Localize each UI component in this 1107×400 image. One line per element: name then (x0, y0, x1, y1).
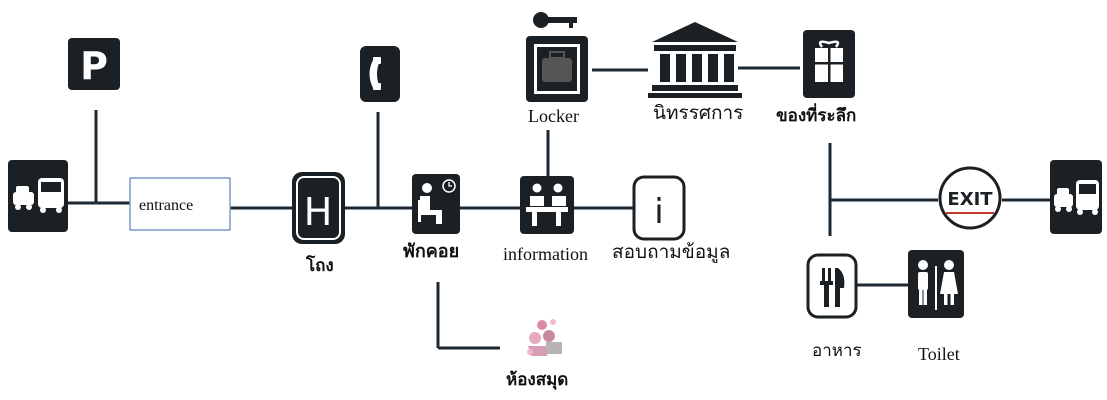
toilet-icon (908, 250, 964, 318)
lobby-label: โถง (306, 256, 334, 276)
hall-sign-letter: H (304, 190, 333, 234)
information-desk-icon (520, 176, 574, 234)
hall-icon: H (292, 172, 345, 244)
food-label: อาหาร (812, 341, 862, 361)
entrance-label: entrance (139, 197, 194, 214)
info-sign-letter: i (654, 192, 663, 232)
information-label: information (503, 244, 588, 264)
exhibition-label: นิทรรศการ (653, 102, 744, 124)
library-icon (527, 319, 562, 356)
key-icon (533, 12, 577, 28)
exit-sign-text: EXIT (947, 189, 993, 210)
entrance-box (129, 177, 231, 231)
bus-taxi-icon-right (1050, 160, 1102, 234)
telephone-icon (360, 46, 400, 102)
locker-label: Locker (528, 106, 579, 126)
locker-icon (526, 36, 588, 102)
ask-info-label: สอบถามข้อมูล (612, 241, 731, 263)
souvenir-label: ของที่ระลึก (776, 106, 857, 126)
exit-icon: EXIT (938, 166, 1002, 230)
museum-icon (648, 22, 742, 98)
connector-lines (68, 66, 1050, 350)
bus-taxi-icon (8, 160, 68, 232)
library-label: ห้องสมุด (506, 370, 569, 390)
parking-sign-letter: P (80, 44, 108, 88)
rest-area-label: พักคอย (403, 241, 460, 262)
info-icon: i (632, 175, 686, 241)
waiting-room-icon (412, 174, 460, 234)
souvenir-icon (803, 30, 855, 98)
parking-icon: P (68, 38, 120, 90)
restaurant-icon (806, 253, 858, 319)
toilet-label: Toilet (918, 344, 960, 364)
